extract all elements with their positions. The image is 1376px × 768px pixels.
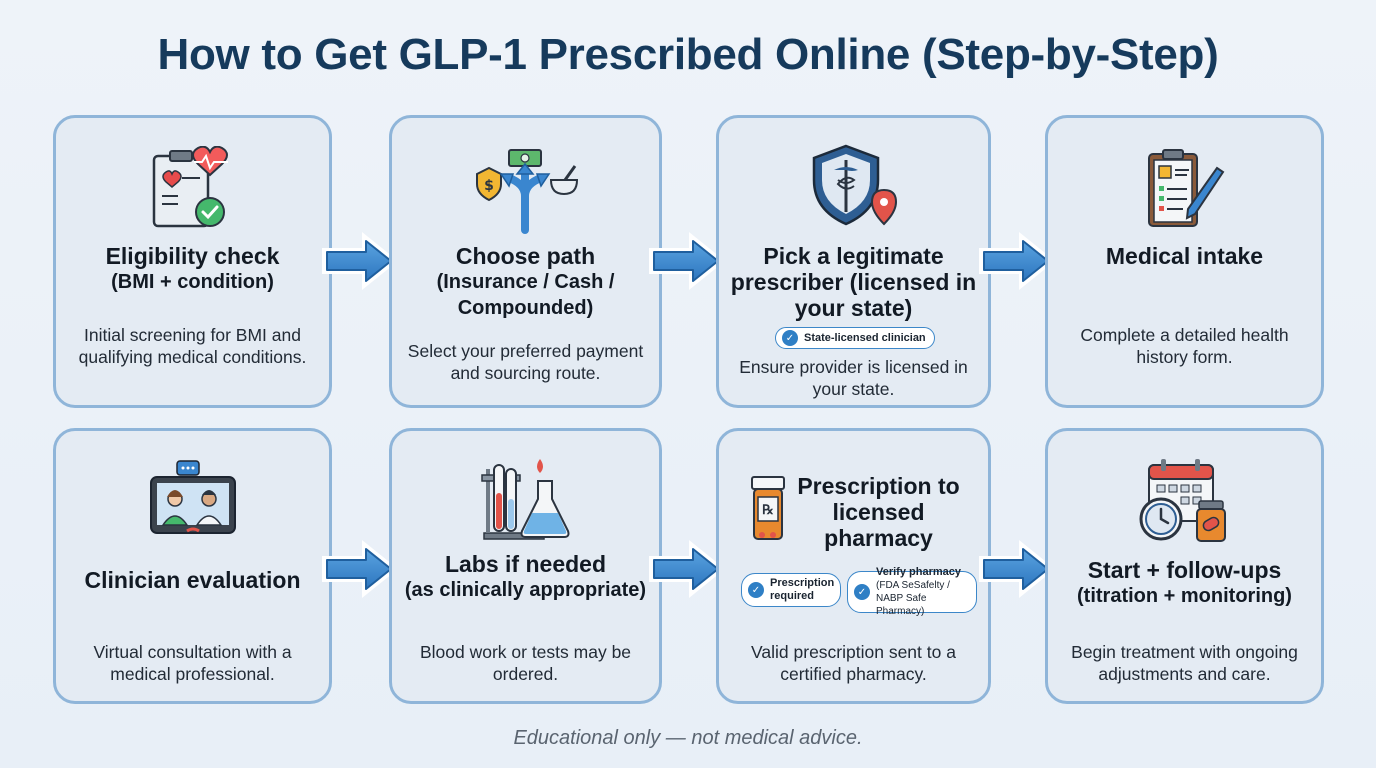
lab-tubes-icon <box>480 459 569 540</box>
step-description: Ensure provider is licensed in your stat… <box>739 357 968 399</box>
step-card-eligibility: Eligibility check (BMI + condition) Init… <box>53 115 332 408</box>
step-card-start-followups: Start + follow-ups (titration + monitori… <box>1045 428 1324 704</box>
step-card-medical-intake: Medical intake Complete a detailed healt… <box>1045 115 1324 408</box>
clipboard-heart-icon <box>152 146 228 228</box>
state-licensed-badge: ✓ State-licensed clinician <box>775 327 935 349</box>
step-heading: Choose path (Insurance / Cash / Compound… <box>436 243 615 319</box>
step-card-choose-path: $ Choose path (Insurance / Cash / Compou… <box>389 115 662 408</box>
check-icon: ✓ <box>854 584 870 600</box>
step-heading: Medical intake <box>1105 243 1264 269</box>
step-card-labs: Labs if needed (as clinically appropriat… <box>389 428 662 704</box>
step-heading: Prescription to licensed pharmacy <box>797 473 960 551</box>
video-consultation-icon <box>149 460 236 534</box>
check-icon: ✓ <box>782 330 798 346</box>
step-heading: Clinician evaluation <box>84 567 301 593</box>
fork-path-icon: $ <box>475 149 578 234</box>
clipboard-form-icon <box>1147 149 1224 227</box>
step-description: Begin treatment with ongoing adjustments… <box>1071 642 1298 684</box>
pill-bottle-icon: ℞ <box>751 476 785 540</box>
step-heading: Pick a legitimate prescriber (licensed i… <box>730 243 977 321</box>
check-icon: ✓ <box>748 582 764 598</box>
step-card-prescription: ℞ Prescription to licensed pharmacy ✓ Pr… <box>716 428 991 704</box>
verify-pharmacy-badge: ✓ Verify pharmacy (FDA SeSafelty / NABP … <box>847 566 977 617</box>
prescription-required-badge: ✓ Prescription required <box>741 573 841 607</box>
step-description: Complete a detailed health history form. <box>1080 325 1289 367</box>
medical-shield-icon <box>812 144 897 226</box>
step-description: Virtual consultation with a medical prof… <box>93 642 292 684</box>
svg-text:℞: ℞ <box>762 503 774 518</box>
step-card-clinician-evaluation: Clinician evaluation Virtual consultatio… <box>53 428 332 704</box>
step-description: Valid prescription sent to a certified p… <box>751 642 956 684</box>
step-heading: Eligibility check (BMI + condition) <box>105 243 280 293</box>
step-heading: Start + follow-ups (titration + monitori… <box>1077 557 1292 607</box>
step-card-prescriber: Pick a legitimate prescriber (licensed i… <box>716 115 991 408</box>
disclaimer-footer: Educational only — not medical advice. <box>513 727 863 749</box>
step-description: Blood work or tests may be ordered. <box>419 642 632 684</box>
calendar-clock-icon <box>1139 459 1226 542</box>
step-description: Select your preferred payment and sourci… <box>407 341 644 383</box>
step-description: Initial screening for BMI and qualifying… <box>78 325 307 367</box>
page-title: How to Get GLP-1 Prescribed Online (Step… <box>157 30 1219 79</box>
svg-text:$: $ <box>484 178 494 194</box>
step-heading: Labs if needed (as clinically appropriat… <box>404 551 647 601</box>
